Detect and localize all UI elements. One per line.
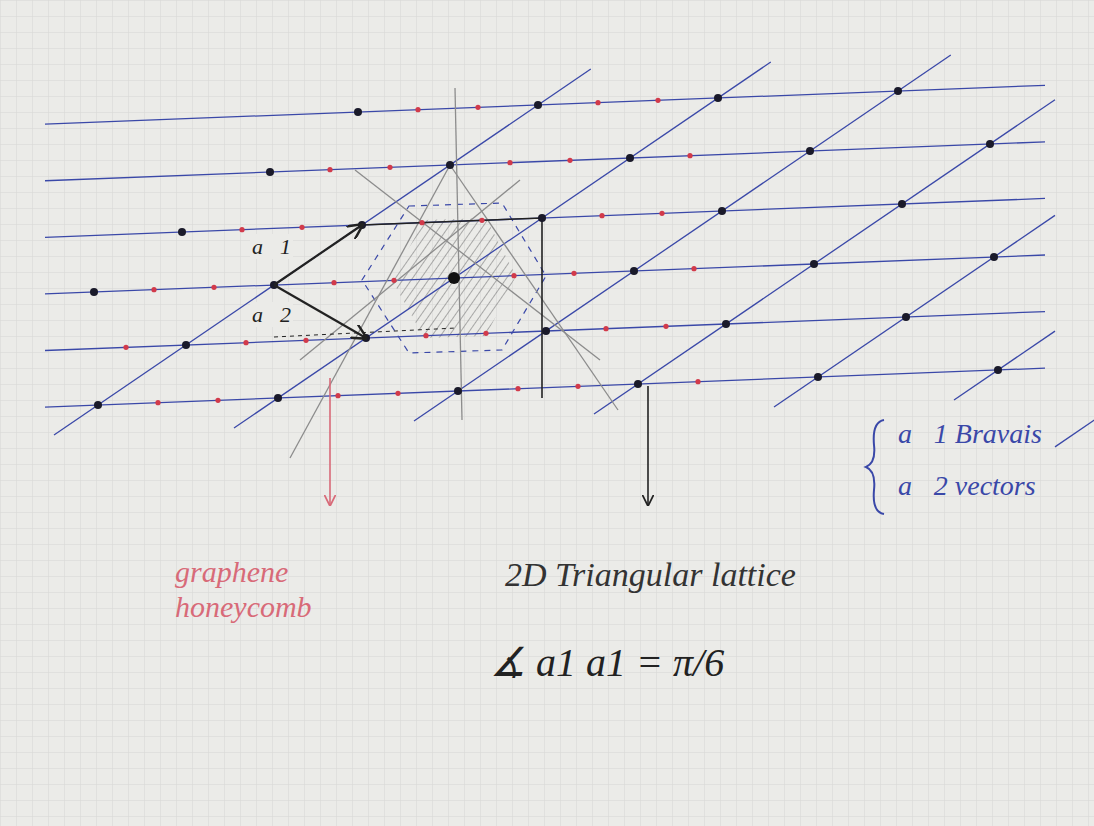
graphene-site bbox=[387, 165, 392, 170]
graphene-site bbox=[655, 98, 660, 103]
lattice-site bbox=[810, 260, 818, 268]
lattice-site bbox=[446, 161, 454, 169]
lattice-diagonal-line bbox=[234, 62, 771, 428]
graphene-site bbox=[335, 393, 340, 398]
lattice-site bbox=[630, 267, 638, 275]
caption-note: 2D Triangular lattice bbox=[505, 555, 796, 594]
graphene-site bbox=[507, 160, 512, 165]
pointer-arrow bbox=[647, 386, 649, 505]
lattice-site bbox=[718, 207, 726, 215]
lattice-site bbox=[454, 387, 462, 395]
legend-note: a⃗2 vectors bbox=[898, 470, 1036, 502]
graphene-site bbox=[567, 158, 572, 163]
graphene-site bbox=[595, 100, 600, 105]
lattice-site bbox=[274, 394, 282, 402]
graphene-site bbox=[123, 345, 128, 350]
lattice-site bbox=[94, 401, 102, 409]
pointer-arrow bbox=[329, 378, 331, 505]
graphene-site bbox=[151, 287, 156, 292]
angle-note: ∡ a1 a1 = π/6 bbox=[490, 640, 724, 686]
lattice-site bbox=[90, 288, 98, 296]
lattice-row-line bbox=[45, 85, 1045, 124]
graphene-site bbox=[599, 213, 604, 218]
graphene-site bbox=[687, 153, 692, 158]
graphene-site bbox=[395, 391, 400, 396]
pencil-line bbox=[290, 165, 450, 458]
lattice-site bbox=[722, 320, 730, 328]
graphene-site bbox=[659, 211, 664, 216]
lattice-site bbox=[902, 313, 910, 321]
lattice-diagonal-line bbox=[594, 100, 1055, 414]
lattice-site bbox=[626, 154, 634, 162]
lattice-site bbox=[898, 200, 906, 208]
lattice-site bbox=[714, 94, 722, 102]
lattice-site bbox=[266, 168, 274, 176]
graphene-site bbox=[695, 379, 700, 384]
lattice-site bbox=[182, 341, 190, 349]
graphene-site bbox=[299, 225, 304, 230]
graphene-site bbox=[155, 400, 160, 405]
graphene-site bbox=[303, 338, 308, 343]
graphene-site bbox=[483, 331, 488, 336]
graphene-site bbox=[331, 280, 336, 285]
graphene-site bbox=[515, 386, 520, 391]
graphene-site bbox=[391, 278, 396, 283]
vector-label: a⃗1 bbox=[250, 234, 293, 259]
brace bbox=[866, 420, 884, 514]
cell-center bbox=[448, 272, 460, 284]
graphene-site bbox=[475, 105, 480, 110]
graphene-site bbox=[603, 326, 608, 331]
lattice-row-line bbox=[45, 198, 1045, 237]
cell-outline bbox=[362, 218, 542, 398]
lattice bbox=[45, 55, 1094, 514]
graphene-site bbox=[663, 324, 668, 329]
lattice-site bbox=[894, 87, 902, 95]
lattice-row-line bbox=[45, 142, 1045, 181]
lattice-site bbox=[994, 366, 1002, 374]
lattice-diagonal-line bbox=[774, 215, 1055, 407]
annotation: graphene honeycomb bbox=[175, 555, 360, 624]
graphene-site bbox=[243, 340, 248, 345]
lattice-site bbox=[806, 147, 814, 155]
lattice-site bbox=[990, 253, 998, 261]
graphene-site bbox=[575, 384, 580, 389]
lattice-site bbox=[814, 373, 822, 381]
graphene-site bbox=[571, 271, 576, 276]
graphene-site bbox=[423, 333, 428, 338]
graphene-site bbox=[479, 218, 484, 223]
graphene-site bbox=[215, 398, 220, 403]
graphene-site bbox=[239, 227, 244, 232]
pencil-line bbox=[300, 180, 520, 360]
lattice-diagonal-line bbox=[414, 55, 951, 421]
graphene-site bbox=[691, 266, 696, 271]
pencil-line bbox=[455, 88, 462, 420]
graphene-site bbox=[511, 273, 516, 278]
graphene-site bbox=[211, 285, 216, 290]
graphene-site bbox=[415, 107, 420, 112]
lattice-diagonal-line bbox=[954, 331, 1055, 400]
lattice-site bbox=[986, 140, 994, 148]
vector-label: a⃗2 bbox=[250, 302, 293, 327]
lattice-site bbox=[542, 327, 550, 335]
graphene-site bbox=[419, 220, 424, 225]
pencil-line bbox=[450, 165, 618, 410]
pencil-line bbox=[355, 170, 600, 360]
lattice-row-line bbox=[45, 368, 1045, 407]
graphene-site bbox=[327, 167, 332, 172]
lattice-row-line bbox=[45, 255, 1045, 294]
legend-note: a⃗1 Bravais bbox=[898, 418, 1042, 450]
lattice-diagonal-line bbox=[1055, 393, 1094, 447]
lattice-site bbox=[534, 101, 542, 109]
lattice-site bbox=[634, 380, 642, 388]
dashed-hexagon bbox=[362, 203, 546, 353]
lattice-site bbox=[178, 228, 186, 236]
lattice-site bbox=[538, 214, 546, 222]
lattice-site bbox=[354, 108, 362, 116]
